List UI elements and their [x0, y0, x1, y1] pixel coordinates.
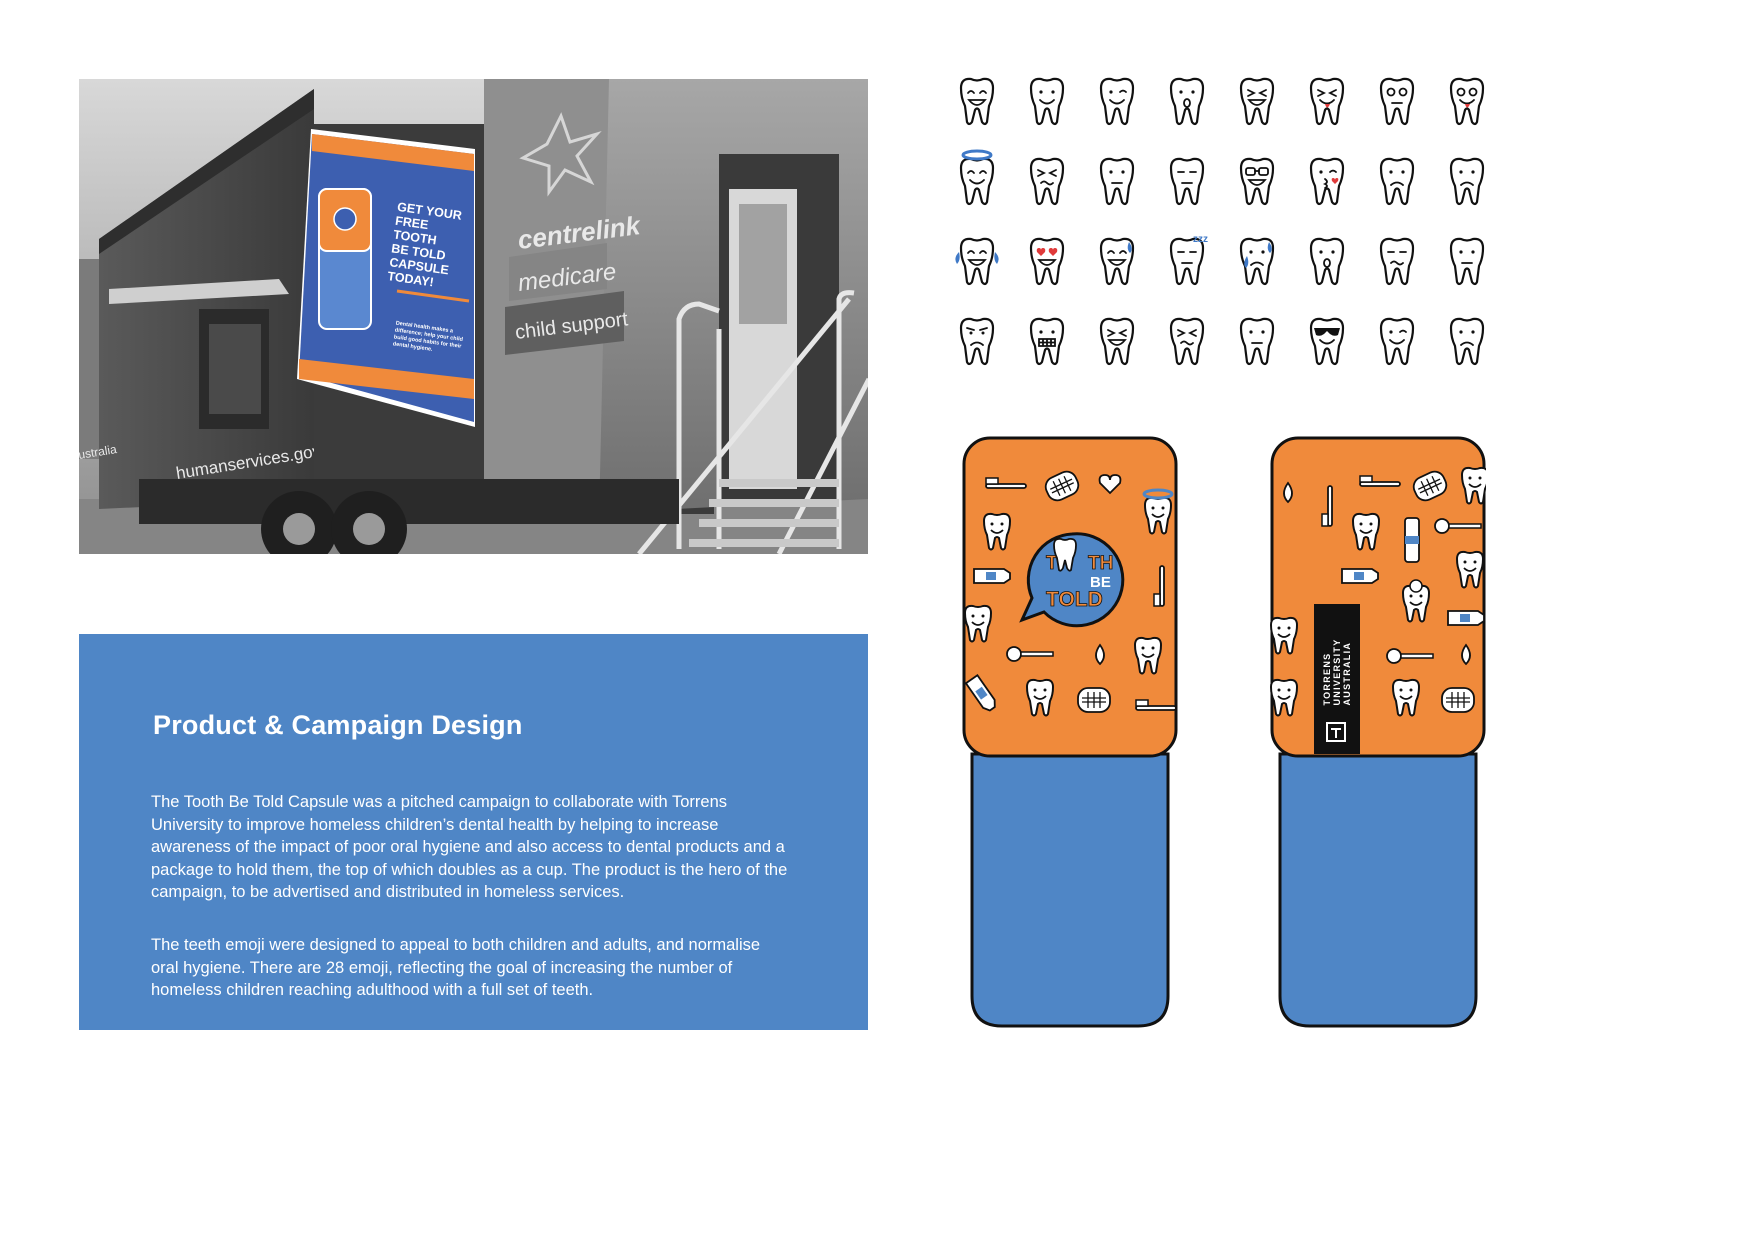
tooth-emoji-surprised-icon — [1169, 77, 1205, 126]
tooth-emoji-blank-icon — [1449, 237, 1485, 286]
toothbrush-icon — [1321, 485, 1333, 527]
truck-photo: humanservices.gov.au ustralia centrelink… — [79, 79, 868, 554]
torrens-university-label: TORRENS UNIVERSITY AUSTRALIA — [1314, 604, 1360, 754]
tooth-emoji-sweat-smile-icon — [1099, 237, 1135, 286]
tooth-emoji-heart-eyes-icon — [1029, 237, 1065, 286]
torrens-logo-icon — [1326, 722, 1346, 742]
tooth-be-told-logo: T TH BE TOLD — [1019, 532, 1125, 628]
tooth-emoji-grimace-icon — [1029, 317, 1065, 366]
tooth-emoji-smirk-wink-icon — [1379, 317, 1415, 366]
tooth-emoji-kiss-heart-icon — [1309, 157, 1345, 206]
tooth-emoji-tears-of-joy-icon — [955, 237, 999, 286]
centrelink-star-icon — [519, 112, 602, 197]
dentures-icon — [1441, 687, 1475, 713]
poster-headline-6: TODAY! — [387, 269, 435, 289]
tooth-emoji-unamused-icon — [1169, 157, 1205, 206]
tooth-emoji-grid: zzz — [948, 76, 1496, 366]
toothpaste-icon — [1341, 568, 1379, 584]
wink-tooth-icon — [1455, 550, 1485, 589]
logo-be: BE — [1090, 574, 1111, 591]
truck-illustration: humanservices.gov.au ustralia centrelink… — [79, 79, 868, 554]
dental-icon-pattern — [963, 470, 1177, 717]
tooth-emoji-angel-icon — [959, 149, 995, 206]
tooth-emoji-plain-icon — [1239, 317, 1275, 366]
toothpaste-icon — [964, 673, 996, 712]
toothbrush-icon — [1135, 699, 1177, 711]
tooth-emoji-tired-icon — [1169, 317, 1205, 366]
tooth-emoji-nerd-icon — [1239, 157, 1275, 206]
smile-tooth-icon — [1133, 636, 1163, 675]
dental-mirror-icon — [1434, 518, 1482, 534]
water-drop-icon — [1095, 643, 1105, 666]
wink-tooth-icon — [963, 604, 993, 643]
tooth-emoji-sad-icon — [1379, 157, 1415, 206]
tooth-emoji-wink-icon — [1099, 77, 1135, 126]
tooth-emoji-neutral-icon — [1099, 157, 1135, 206]
capsule-front: T TH BE TOLD — [962, 436, 1178, 1028]
capsule-front-svg: T TH BE TOLD — [962, 436, 1178, 1028]
tooth-emoji-smile-icon — [1029, 77, 1065, 126]
tooth-emoji-sleeping-icon: zzz — [1169, 234, 1208, 286]
tooth-emoji-wink-tongue-icon — [1449, 77, 1485, 126]
poster-body-4: dental hygiene. — [392, 341, 433, 353]
poster-headline-3: TOOTH — [392, 228, 437, 248]
description-paragraph-2: The teeth emoji were designed to appeal … — [151, 936, 761, 999]
frown-tooth-icon — [1391, 678, 1421, 717]
toothbrush-icon — [1153, 565, 1165, 607]
capsule-base — [1278, 752, 1478, 1028]
campaign-poster: GET YOUR FREE TOOTH BE TOLD CAPSULE TODA… — [297, 129, 475, 427]
dentures-icon — [1412, 470, 1448, 502]
torrens-text: TORRENS UNIVERSITY AUSTRALIA — [1322, 638, 1352, 705]
tooth-emoji-laugh-squint-icon — [1099, 317, 1135, 366]
dental-mirror-icon — [1006, 646, 1054, 662]
mouthwash-icon — [1404, 517, 1420, 563]
tooth-emoji-frown-icon — [1449, 157, 1485, 206]
water-drop-icon — [1461, 643, 1471, 666]
dental-icon-pattern — [1270, 466, 1486, 717]
logo-th: TH — [1088, 553, 1113, 574]
toothbrush-icon — [985, 477, 1027, 489]
toothpaste-icon — [1447, 610, 1485, 626]
tooth-emoji-squint-laugh-icon — [1239, 77, 1275, 126]
sad-tooth-icon — [1351, 512, 1381, 551]
torrens-line-2: UNIVERSITY — [1332, 638, 1342, 706]
svg-text:zzz: zzz — [1193, 234, 1208, 245]
tooth-emoji-worried-icon — [1379, 237, 1415, 286]
tooth-emoji-shocked-icon — [1309, 237, 1345, 286]
logo-tooth-icon — [1053, 537, 1077, 572]
tooth-emoji-sunglasses-icon — [1309, 317, 1345, 366]
description-panel: Product & Campaign Design The Tooth Be T… — [79, 634, 868, 1030]
nerd-tooth-icon — [982, 512, 1012, 551]
tooth-emoji-upset-icon — [1449, 317, 1485, 366]
torrens-line-3: AUSTRALIA — [1342, 641, 1352, 706]
surprised-tooth-icon — [1025, 678, 1055, 717]
capsule-base — [970, 752, 1170, 1028]
dentures-icon — [1077, 687, 1111, 713]
tooth-emoji-grin-icon — [959, 77, 995, 126]
tooth-emoji-dizzy-icon — [1379, 77, 1415, 126]
section-title: Product & Campaign Design — [153, 710, 523, 740]
heart-icon — [1098, 474, 1122, 495]
logo-t: T — [1046, 553, 1058, 574]
toothpaste-icon — [973, 568, 1011, 584]
capsule-back-svg — [1270, 436, 1486, 1028]
logo-told: TOLD — [1046, 588, 1103, 611]
sunglasses-tooth-icon — [1270, 678, 1299, 717]
tooth-icon — [1460, 466, 1486, 505]
emoji-grid-svg: zzz — [955, 77, 1485, 366]
tooth-emoji-crying-icon — [1239, 237, 1275, 286]
torrens-line-1: TORRENS — [1322, 652, 1332, 706]
tooth-emoji-squint-icon — [1029, 157, 1065, 206]
dental-mirror-icon — [1386, 648, 1434, 664]
toothbrush-icon — [1359, 475, 1401, 487]
tooth-icon — [1270, 616, 1299, 655]
dentures-icon — [1044, 470, 1080, 502]
description-paragraph-1: The Tooth Be Told Capsule was a pitched … — [151, 793, 788, 901]
poster-headline-2: FREE — [394, 214, 429, 233]
tooth-emoji-angry-icon — [959, 317, 995, 366]
side-text: ustralia — [79, 442, 118, 462]
tooth-emoji-tongue-out-icon — [1309, 77, 1345, 126]
water-drop-icon — [1283, 481, 1293, 504]
capsule-back — [1270, 436, 1486, 1028]
